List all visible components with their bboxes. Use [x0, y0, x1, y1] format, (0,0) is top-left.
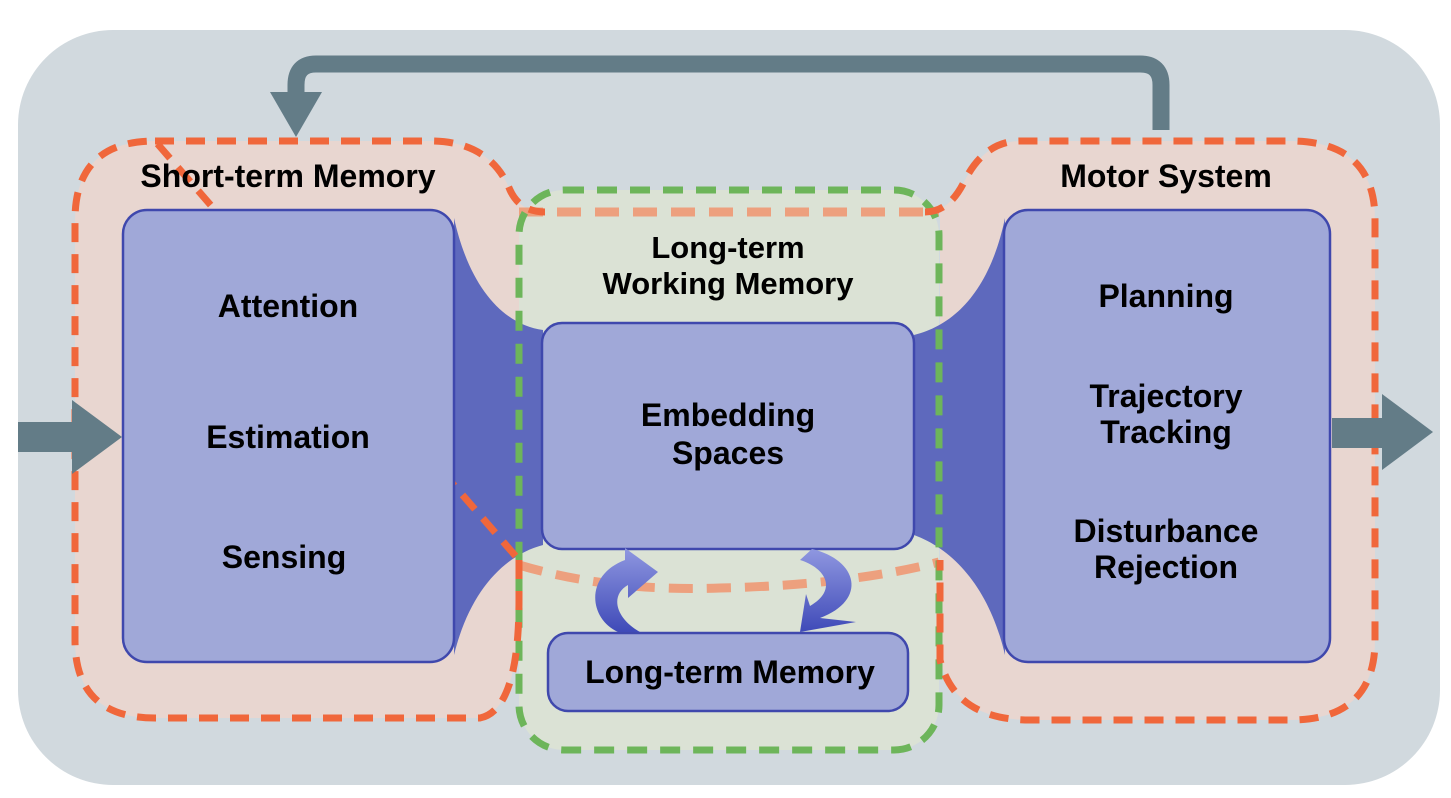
embedding-spaces-line1: Embedding [641, 397, 815, 433]
short-term-item-sensing: Sensing [222, 539, 346, 575]
memory-recall-arrow-icon [595, 548, 658, 632]
short-term-item-estimation: Estimation [206, 419, 370, 455]
embedding-spaces-line2: Spaces [672, 435, 784, 471]
feedback-loop-arrow [287, 55, 1170, 130]
motor-item-planning: Planning [1098, 278, 1233, 314]
short-term-memory-border [71, 137, 546, 722]
motor-system-title: Motor System [1060, 158, 1272, 194]
motor-system-box [1002, 208, 1332, 664]
working-memory-border [515, 186, 943, 754]
input-arrow-shaft [18, 422, 74, 452]
short-term-memory-box [121, 208, 456, 664]
output-arrow-shaft [1332, 418, 1384, 448]
memory-store-arrow-icon [800, 549, 856, 632]
motor-item-trajectory-line1: Trajectory [1090, 378, 1243, 414]
embedding-spaces-box [540, 321, 916, 551]
feedback-loop-arrowhead-icon [270, 92, 322, 137]
working-memory-title-line2: Working Memory [603, 266, 855, 301]
long-term-memory-label: Long-term Memory [585, 654, 875, 690]
input-arrowhead-icon [72, 400, 122, 474]
output-arrowhead-icon [1382, 394, 1433, 470]
motor-item-disturbance-line1: Disturbance [1074, 513, 1259, 549]
short-term-memory-title: Short-term Memory [140, 158, 435, 194]
long-term-memory-box [546, 631, 910, 713]
motor-item-trajectory-line2: Tracking [1100, 414, 1232, 450]
motor-system-border [924, 137, 1379, 724]
motor-item-disturbance-line2: Rejection [1094, 549, 1238, 585]
short-term-item-attention: Attention [218, 288, 358, 324]
working-memory-inner-dash-bottom [517, 557, 941, 594]
working-memory-title-line1: Long-term [651, 230, 804, 265]
